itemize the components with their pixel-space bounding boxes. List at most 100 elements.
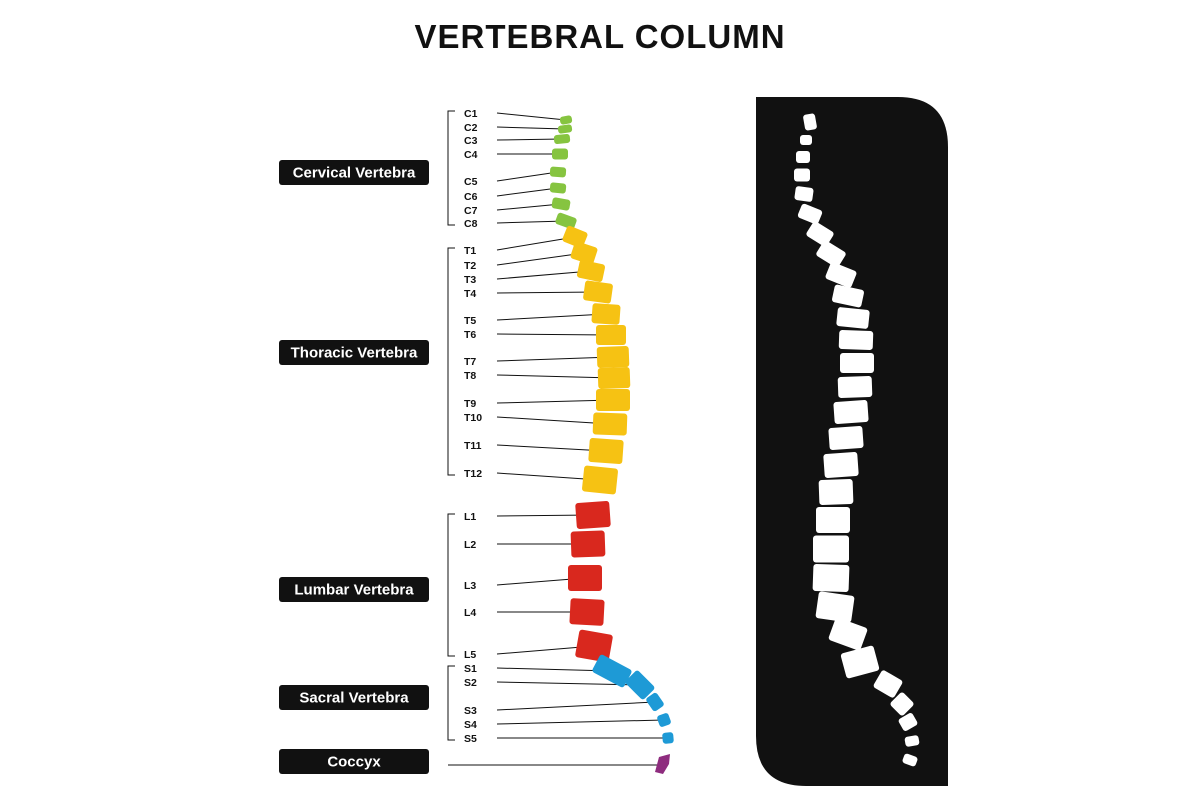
silhouette-vertebra-7 — [806, 221, 834, 247]
region-box-sacral — [279, 685, 429, 710]
silhouette-vertebra-13 — [840, 353, 874, 373]
vertebra-C1 — [559, 115, 573, 125]
silhouette-vertebra-1 — [803, 113, 817, 131]
vertebra-S1 — [592, 654, 632, 688]
vertebra-label-T8: T8 — [464, 370, 476, 382]
leader-T3 — [496, 270, 592, 280]
leader-T9 — [496, 399, 614, 404]
vertebra-T4 — [583, 280, 613, 304]
vertebra-label-C7: C7 — [464, 205, 478, 217]
leader-T8 — [496, 374, 615, 379]
leader-T7 — [496, 356, 614, 362]
region-box-coccyx — [279, 749, 429, 774]
vertebra-C8 — [555, 212, 577, 230]
vertebra-L5 — [575, 629, 613, 663]
vertebra-label-T11: T11 — [464, 440, 482, 452]
silhouette-vertebra-24 — [840, 645, 880, 679]
silhouette-vertebra-4 — [794, 168, 810, 182]
vertebra-C7 — [551, 197, 571, 211]
vertebra-label-C1: C1 — [464, 108, 478, 120]
leader-T5 — [496, 313, 607, 321]
bracket-lumbar — [447, 513, 455, 657]
leader-T11 — [496, 444, 607, 452]
region-label-thoracic: Thoracic Vertebra — [291, 345, 418, 362]
leader-C1 — [496, 112, 567, 121]
silhouette-vertebra-23 — [828, 617, 868, 651]
vertebra-T11 — [588, 438, 624, 464]
vertebra-label-C6: C6 — [464, 191, 478, 203]
vertebra-C6 — [549, 182, 567, 194]
leader-C7 — [496, 203, 562, 211]
leader-T4 — [496, 291, 599, 294]
vertebra-T7 — [596, 346, 630, 368]
silhouette-vertebra-5 — [794, 186, 814, 202]
vertebra-labels: C1C2C3C4C5C6C7C8T1T2T3T4T5T6T7T8T9T10T11… — [464, 108, 482, 745]
vertebra-coccyx — [655, 754, 670, 774]
vertebra-T8 — [597, 367, 631, 389]
vertebra-label-T10: T10 — [464, 412, 482, 424]
bracket-thoracic — [447, 247, 455, 476]
bracket-sacral — [447, 665, 455, 741]
vertebra-label-T5: T5 — [464, 315, 476, 327]
vertebra-label-T6: T6 — [464, 329, 476, 341]
diagram-title: VERTEBRAL COLUMN — [414, 18, 786, 55]
vertebra-C2 — [557, 124, 573, 134]
silhouette-vertebra-16 — [828, 426, 864, 450]
vertebra-label-L1: L1 — [464, 511, 476, 523]
silhouette-vertebra-22 — [815, 591, 855, 623]
leader-C6 — [496, 187, 559, 197]
silhouette-vertebra-17 — [823, 452, 859, 478]
silhouette-vertebra-26 — [890, 692, 914, 716]
silhouette-vertebra-21 — [812, 563, 850, 593]
silhouette-vertebra-12 — [838, 330, 874, 350]
vertebra-L4 — [569, 598, 605, 626]
vertebra-label-C4: C4 — [464, 149, 478, 161]
silhouette-vertebra-2 — [800, 135, 812, 145]
silhouette-vertebra-29 — [902, 753, 918, 767]
vertebra-label-T4: T4 — [464, 288, 476, 300]
silhouette-vertebra-25 — [873, 670, 903, 698]
vertebra-L2 — [570, 530, 606, 558]
vertebra-label-C3: C3 — [464, 135, 478, 147]
leader-T10 — [496, 416, 611, 425]
vertebra-label-C2: C2 — [464, 122, 478, 134]
vertebra-S4 — [657, 713, 671, 727]
leader-S3 — [496, 701, 656, 711]
vertebra-label-L4: L4 — [464, 607, 476, 619]
region-label-coccyx: Coccyx — [327, 754, 381, 771]
silhouette-vertebra-11 — [836, 307, 870, 329]
bracket-cervical — [447, 110, 455, 226]
vertebra-C5 — [549, 166, 567, 178]
silhouette-vertebra-18 — [818, 479, 854, 505]
region-brackets — [447, 110, 455, 741]
vertebra-T3 — [576, 260, 606, 282]
leader-C5 — [496, 171, 559, 182]
vertebra-label-S5: S5 — [464, 733, 477, 745]
region-box-thoracic — [279, 340, 429, 365]
vertebra-T2 — [570, 241, 598, 265]
vertebra-label-C8: C8 — [464, 218, 478, 230]
vertebra-label-C5: C5 — [464, 176, 478, 188]
leader-C3 — [496, 138, 563, 141]
leader-C8 — [496, 220, 567, 224]
vertebra-T6 — [596, 325, 626, 345]
vertebra-label-L5: L5 — [464, 649, 476, 661]
vertebra-T5 — [591, 303, 621, 325]
region-box-cervical — [279, 160, 429, 185]
vertebra-label-S2: S2 — [464, 677, 477, 689]
vertebra-label-L3: L3 — [464, 580, 476, 592]
vertebra-L3 — [568, 565, 602, 591]
silhouette-vertebra-15 — [833, 400, 869, 424]
leader-T2 — [496, 252, 585, 266]
vertebra-S5 — [662, 732, 674, 744]
vertebra-label-T2: T2 — [464, 260, 476, 272]
silhouette-vertebra-9 — [825, 262, 857, 288]
vertebra-S3 — [646, 692, 664, 712]
silhouette-vertebra-14 — [837, 376, 873, 398]
vertebra-T1 — [562, 225, 588, 249]
vertebra-S2 — [625, 670, 655, 700]
vertebra-C4 — [552, 148, 568, 160]
region-label-cervical: Cervical Vertebra — [293, 165, 416, 182]
